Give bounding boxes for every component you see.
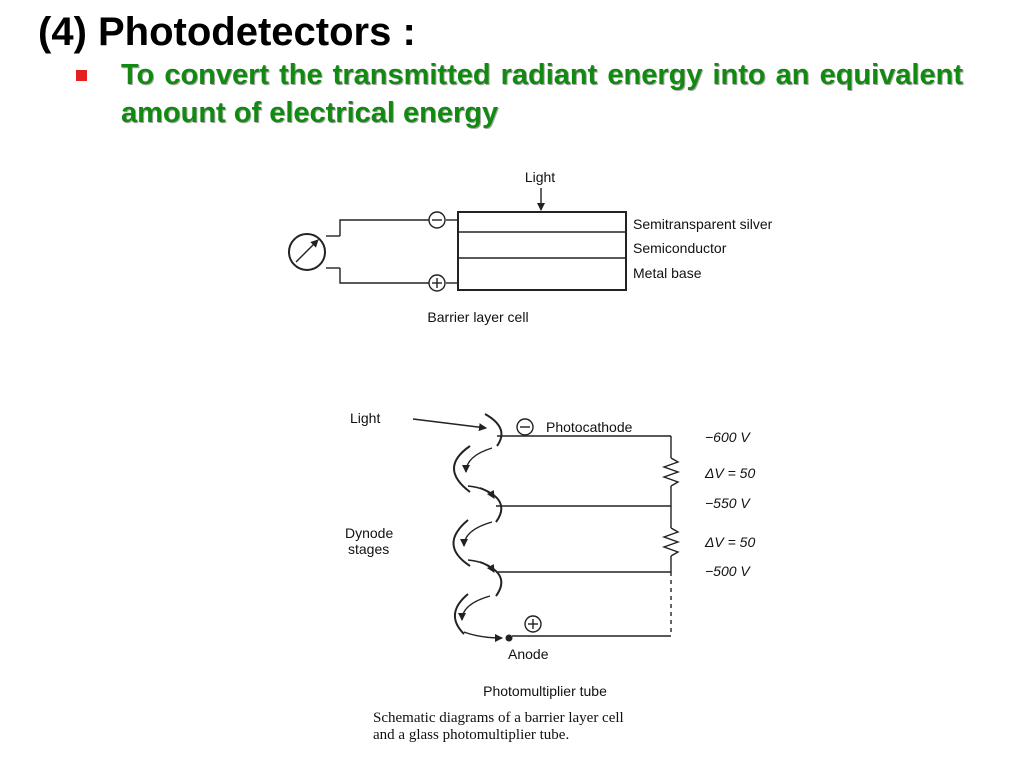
electron-path-6	[463, 631, 503, 642]
dynode-1	[453, 445, 471, 493]
dynode-5	[454, 593, 469, 635]
dynode-3	[452, 519, 471, 567]
voltage-label-600: −600 V	[705, 429, 751, 445]
photocathode-label: Photocathode	[546, 419, 633, 435]
figure-caption-line1: Schematic diagrams of a barrier layer ce…	[373, 710, 624, 726]
figure-caption-line2: and a glass photomultiplier tube.	[373, 727, 569, 743]
electron-path-3	[460, 521, 493, 547]
layer-label-silver: Semitransparent silver	[633, 216, 773, 232]
electron-path-2	[467, 485, 495, 499]
anode-label: Anode	[508, 646, 549, 662]
barrier-layer-cell: Light Semitransparent silver Semiconduct…	[288, 169, 773, 325]
voltage-label-500: −500 V	[705, 563, 751, 579]
bullet-marker	[76, 70, 87, 81]
electron-path-5	[458, 595, 491, 621]
pmt-light-label: Light	[350, 410, 380, 426]
minus-terminal-icon	[516, 418, 534, 436]
dynode-stages-label-line1: Dynode	[345, 525, 393, 541]
dynode-stages-label-line2: stages	[348, 541, 389, 557]
layer-label-metal-base: Metal base	[633, 265, 702, 281]
meter-icon	[288, 233, 326, 271]
cell-body	[457, 211, 627, 291]
delta-v-label-1: ΔV = 50	[704, 465, 755, 481]
layer-label-semiconductor: Semiconductor	[633, 240, 727, 256]
meter-needle-icon	[295, 239, 319, 263]
anode-dot	[505, 634, 513, 642]
delta-v-label-2: ΔV = 50	[704, 534, 755, 550]
voltage-label-550: −550 V	[705, 495, 751, 511]
pmt-light-arrow	[412, 418, 487, 432]
resistor-2-icon	[661, 527, 681, 557]
barrier-light-label: Light	[525, 169, 555, 185]
photocathode-electrode	[484, 413, 503, 447]
plus-terminal-icon	[524, 615, 542, 633]
resistor-1-icon	[661, 457, 681, 487]
slide-title: (4) Photodetectors :	[38, 10, 416, 54]
electron-path-4	[467, 559, 495, 573]
electron-path-1	[462, 447, 493, 473]
barrier-cell-caption: Barrier layer cell	[427, 309, 528, 325]
pmt-caption: Photomultiplier tube	[483, 683, 607, 699]
bullet-text: To convert the transmitted radiant energ…	[121, 59, 963, 129]
photomultiplier-tube: Light Photocathode Anode Dynode stages	[345, 410, 755, 699]
